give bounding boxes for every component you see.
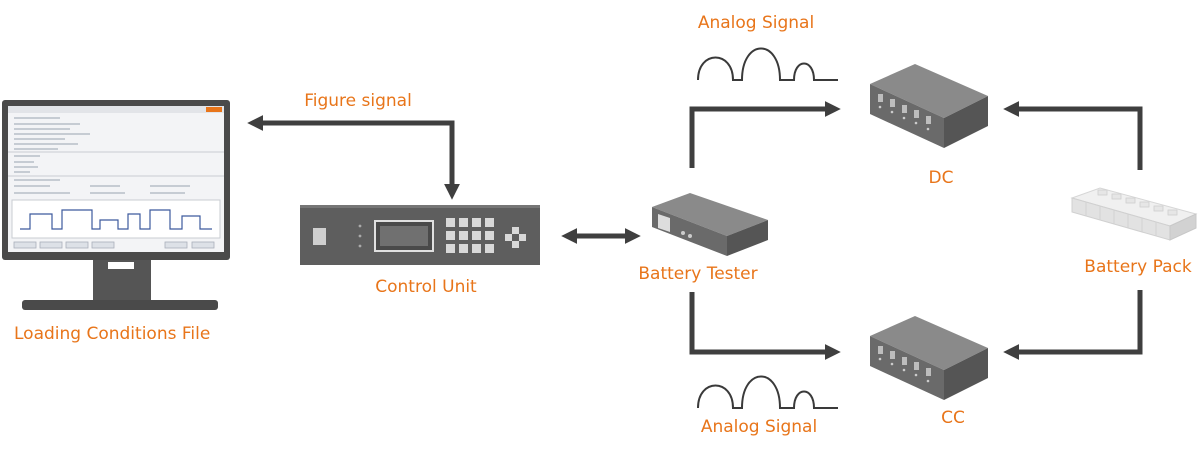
cc-load-device bbox=[870, 316, 988, 400]
analog-waveform-bottom bbox=[697, 375, 838, 409]
dc-label: DC bbox=[928, 168, 954, 188]
analog-signal-top-label: Analog Signal bbox=[697, 13, 815, 33]
battery-pack-label: Battery Pack bbox=[1084, 257, 1192, 277]
analog-signal-bottom-label: Analog Signal bbox=[700, 417, 818, 437]
cc-label: CC bbox=[941, 408, 965, 428]
pack-to-cc-arrow bbox=[1003, 290, 1143, 361]
tester-to-cc-arrow bbox=[689, 292, 841, 361]
analog-waveform-top bbox=[697, 47, 838, 81]
figure-signal-arrow bbox=[247, 114, 461, 200]
control-unit-device bbox=[300, 205, 540, 265]
loading-conditions-file-label: Loading Conditions File bbox=[14, 324, 211, 344]
battery-pack-icon bbox=[1070, 187, 1198, 241]
figure-signal-label: Figure signal bbox=[304, 91, 412, 111]
monitor-icon bbox=[2, 100, 230, 310]
battery-tester-label: Battery Tester bbox=[638, 264, 758, 284]
tester-to-dc-arrow bbox=[689, 100, 841, 168]
control-unit-label: Control Unit bbox=[375, 277, 477, 297]
battery-tester-device bbox=[652, 193, 768, 256]
pack-to-dc-arrow bbox=[1003, 100, 1143, 170]
dc-load-device bbox=[870, 64, 988, 148]
